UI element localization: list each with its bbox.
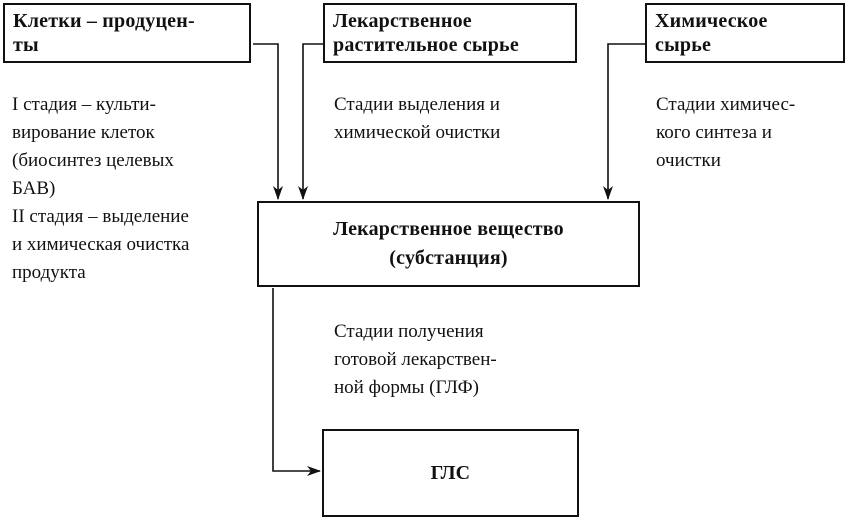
arrow-cells-to-substance [253,43,283,200]
cells-producers-box: Клетки – продуцен- ты [3,3,251,63]
chemical-raw-material-label: Химическое сырье [655,10,768,56]
finished-drug-label: ГЛС [430,462,471,484]
chemical-stages-note: Стадии химичес- кого синтеза и очистки [656,94,796,171]
plant-stages-note: Стадии выделения и химической очистки [334,94,501,143]
plant-raw-material-box: Лекарственное растительное сырье [323,3,577,63]
arrow-plant-to-substance [298,43,324,200]
arrow-chemical-to-substance [603,43,646,200]
arrow-substance-to-gls [272,288,321,476]
cells-producers-label: Клетки – продуцен- ты [13,10,195,56]
finished-drug-box: ГЛС [322,429,579,517]
plant-raw-material-label: Лекарственное растительное сырье [333,10,519,56]
cells-stages-note: I стадия – культи- вирование клеток (био… [12,94,190,283]
chemical-raw-material-box: Химическое сырье [645,3,845,63]
drug-substance-box: Лекарственное вещество (субстанция) [257,201,640,287]
final-stages-note: Стадии получения готовой лекарствен- ной… [334,321,497,398]
drug-substance-label: Лекарственное вещество (субстанция) [333,218,564,269]
